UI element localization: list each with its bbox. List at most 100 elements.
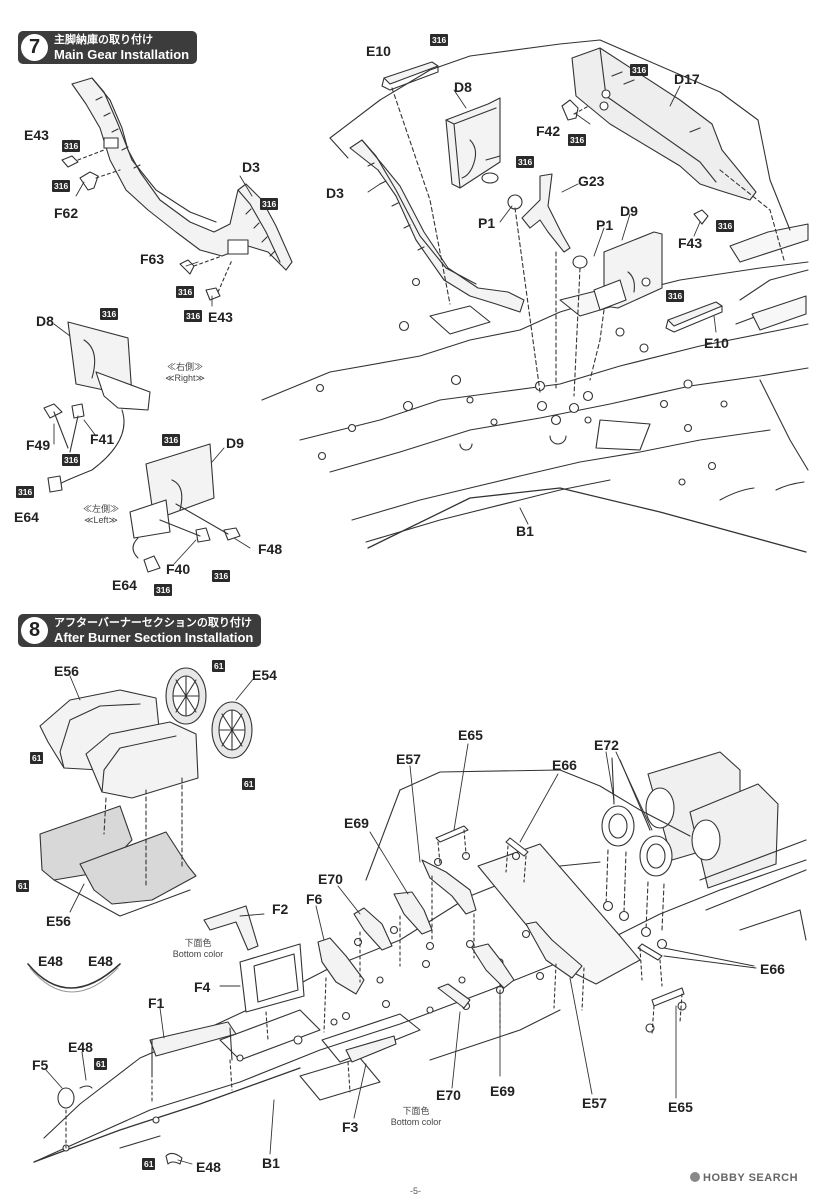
step-7-title-jp: 主脚納庫の取り付け [54, 33, 153, 46]
part-label-e64: E64 [112, 577, 137, 593]
d9-panel-left [47, 443, 241, 573]
badge-316: 316 [184, 310, 203, 322]
e10-right-part [665, 301, 723, 333]
part-label-f42: F42 [536, 123, 561, 139]
e65-e66-rods [435, 825, 685, 1035]
d9-panel-right [572, 231, 663, 397]
part-label-e69: E69 [344, 815, 369, 831]
part-label-e65: E65 [458, 727, 483, 743]
d8-panel-right [445, 97, 541, 393]
badge-316: 316 [630, 64, 649, 76]
struts-e57-e69-e70-f6 [317, 859, 585, 1033]
part-label-e48: E48 [88, 953, 113, 969]
part-label-f40: F40 [166, 561, 191, 577]
part-label-e56: E56 [46, 913, 71, 929]
part-label-d8: D8 [454, 79, 472, 95]
part-label-e66: E66 [760, 961, 785, 977]
e56-upper-shroud [39, 689, 199, 799]
part-label-g23: G23 [578, 173, 605, 189]
part-label-d3: D3 [242, 159, 260, 175]
g23-strut [521, 173, 571, 389]
part-label-d8: D8 [36, 313, 54, 329]
part-label-f6: F6 [306, 891, 323, 907]
part-label-e69: E69 [490, 1083, 515, 1099]
part-label-e70: E70 [318, 871, 343, 887]
badge-316: 316 [62, 454, 81, 466]
nose-parts-f1-f5 [27, 905, 397, 1165]
part-label-e66: E66 [552, 757, 577, 773]
badge-316: 316 [100, 308, 119, 320]
part-label-f2: F2 [272, 901, 289, 917]
e43-f62-small-parts [61, 149, 233, 301]
d8-panel-left [43, 321, 151, 485]
part-label-e43: E43 [208, 309, 233, 325]
badge-316: 316 [16, 486, 35, 498]
part-label-e54: E54 [252, 667, 277, 683]
part-label-d9: D9 [226, 435, 244, 451]
d3-frame-left [71, 77, 293, 271]
part-label-e64: E64 [14, 509, 39, 525]
part-label-d17: D17 [674, 71, 700, 87]
badge-316: 316 [430, 34, 449, 46]
e72-nozzles [601, 751, 779, 931]
badge-61: 61 [242, 778, 256, 790]
part-label-e48: E48 [38, 953, 63, 969]
badge-61: 61 [30, 752, 44, 764]
part-label-b1: B1 [516, 523, 534, 539]
part-label-e65: E65 [668, 1099, 693, 1115]
badge-316: 316 [212, 570, 231, 582]
badge-316: 316 [176, 286, 195, 298]
watermark-logo-icon [690, 1172, 700, 1182]
badge-61: 61 [94, 1058, 108, 1070]
step-7-header: 7 主脚納庫の取り付け Main Gear Installation [18, 31, 198, 64]
step-7-number: 7 [21, 34, 48, 61]
badge-61: 61 [142, 1158, 156, 1170]
e54-afterburner-rings [165, 667, 253, 759]
part-label-d3: D3 [326, 185, 344, 201]
bottom-color-note: 下面色 Bottom color [172, 938, 224, 959]
step-8-title-jp: アフターバーナーセクションの取り付け [54, 616, 252, 629]
step-8-title-en: After Burner Section Installation [54, 629, 254, 645]
step-8-number: 8 [21, 617, 48, 644]
bottom-color-note: 下面色 Bottom color [390, 1106, 442, 1127]
badge-316: 316 [62, 140, 81, 152]
d17-panel [571, 47, 785, 261]
badge-316: 316 [162, 434, 181, 446]
part-label-p1: P1 [596, 217, 614, 233]
part-label-f5: F5 [32, 1057, 49, 1073]
part-label-f3: F3 [342, 1119, 359, 1135]
part-label-f63: F63 [140, 251, 165, 267]
e10-top-part [381, 61, 451, 305]
part-label-e56: E56 [54, 663, 79, 679]
badge-316: 316 [52, 180, 71, 192]
page-number: -5- [410, 1186, 421, 1196]
part-label-e43: E43 [24, 127, 49, 143]
f42-part [561, 99, 579, 121]
badge-61: 61 [16, 880, 30, 892]
leader-lines [45, 85, 757, 1165]
left-side-note: ≪左側≫ ≪Left≫ [82, 504, 119, 525]
part-label-f43: F43 [678, 235, 703, 251]
part-label-f62: F62 [54, 205, 79, 221]
step-7-title-en: Main Gear Installation [54, 46, 190, 62]
e56-lower-shroud [39, 777, 197, 917]
part-label-f48: F48 [258, 541, 283, 557]
part-label-b1: B1 [262, 1155, 280, 1171]
part-label-e57: E57 [396, 751, 421, 767]
fuselage-bay-b1 [261, 223, 809, 553]
d3-frame-right [349, 139, 525, 313]
badge-316: 316 [568, 134, 587, 146]
part-label-e48: E48 [196, 1159, 221, 1175]
part-label-f4: F4 [194, 979, 211, 995]
badge-316: 316 [716, 220, 735, 232]
part-label-e57: E57 [582, 1095, 607, 1111]
part-label-f1: F1 [148, 995, 165, 1011]
watermark-text: HOBBY SEARCH [703, 1172, 799, 1184]
badge-316: 316 [516, 156, 535, 168]
step-8-header: 8 アフターバーナーセクションの取り付け After Burner Sectio… [18, 614, 262, 647]
badge-316: 316 [260, 198, 279, 210]
badge-316: 316 [154, 584, 173, 596]
badge-61: 61 [212, 660, 226, 672]
